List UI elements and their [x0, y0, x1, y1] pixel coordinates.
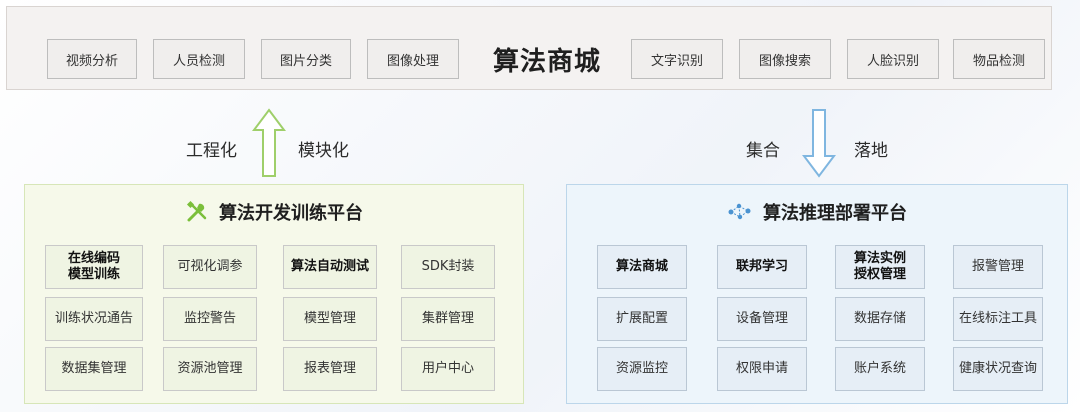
deploy-box-account-system[interactable]: 账户系统: [835, 347, 925, 391]
inference-deploy-platform: 算法推理部署平台 算法商城 联邦学习 算法实例 授权管理 报警管理 扩展配置 设…: [566, 184, 1068, 404]
dev-training-platform: 算法开发训练平台 在线编码 模型训练 可视化调参 算法自动测试 SDK封装 训练…: [24, 184, 524, 404]
label-engineering: 工程化: [186, 141, 237, 161]
dev-platform-header: 算法开发训练平台: [25, 199, 523, 225]
dev-box-dataset-management[interactable]: 数据集管理: [45, 347, 143, 391]
deploy-box-federated-learning[interactable]: 联邦学习: [717, 245, 807, 289]
deploy-box-online-labeling[interactable]: 在线标注工具: [953, 297, 1043, 341]
deploy-box-data-storage[interactable]: 数据存储: [835, 297, 925, 341]
store-item-video-analysis[interactable]: 视频分析: [47, 39, 137, 79]
dev-box-user-center[interactable]: 用户中心: [401, 347, 495, 391]
store-item-image-classification[interactable]: 图片分类: [261, 39, 351, 79]
deploy-platform-header: 算法推理部署平台: [567, 199, 1067, 225]
dev-box-visual-tuning[interactable]: 可视化调参: [163, 245, 257, 289]
store-item-person-detection[interactable]: 人员检测: [153, 39, 245, 79]
tools-icon: [186, 200, 207, 222]
dev-box-monitor-alert[interactable]: 监控警告: [163, 297, 257, 341]
store-item-text-recognition[interactable]: 文字识别: [631, 39, 723, 79]
deploy-box-instance-license[interactable]: 算法实例 授权管理: [835, 245, 925, 289]
dev-box-model-management[interactable]: 模型管理: [283, 297, 377, 341]
dev-box-sdk-package[interactable]: SDK封装: [401, 245, 495, 289]
store-title: 算法商城: [492, 46, 601, 77]
deploy-box-extension-config[interactable]: 扩展配置: [597, 297, 687, 341]
up-arrow-icon: [252, 108, 286, 177]
deploy-box-resource-monitor[interactable]: 资源监控: [597, 347, 687, 391]
dev-box-training-status[interactable]: 训练状况通告: [45, 297, 143, 341]
dev-box-resource-pool[interactable]: 资源池管理: [163, 347, 257, 391]
dev-box-auto-test[interactable]: 算法自动测试: [283, 245, 377, 289]
label-landing: 落地: [854, 141, 888, 161]
dev-box-cluster-management[interactable]: 集群管理: [401, 297, 495, 341]
deploy-box-device-management[interactable]: 设备管理: [717, 297, 807, 341]
algorithm-store-bar: 视频分析 人员检测 图片分类 图像处理 算法商城 文字识别 图像搜索 人脸识别 …: [6, 6, 1052, 90]
deploy-box-algorithm-store[interactable]: 算法商城: [597, 245, 687, 289]
deploy-platform-title: 算法推理部署平台: [763, 203, 907, 224]
dev-platform-title: 算法开发训练平台: [219, 203, 363, 224]
store-item-image-processing[interactable]: 图像处理: [367, 39, 459, 79]
label-collection: 集合: [746, 141, 780, 161]
dev-box-report-management[interactable]: 报表管理: [283, 347, 377, 391]
deploy-box-permission-request[interactable]: 权限申请: [717, 347, 807, 391]
store-item-object-detection[interactable]: 物品检测: [953, 39, 1045, 79]
label-modularization: 模块化: [298, 141, 349, 161]
dev-box-online-coding[interactable]: 在线编码 模型训练: [45, 245, 143, 289]
store-item-face-recognition[interactable]: 人脸识别: [847, 39, 939, 79]
down-arrow-icon: [802, 109, 836, 178]
deploy-box-health-query[interactable]: 健康状况查询: [953, 347, 1043, 391]
network-icon: [728, 203, 751, 220]
deploy-box-alert-management[interactable]: 报警管理: [953, 245, 1043, 289]
store-item-image-search[interactable]: 图像搜索: [739, 39, 831, 79]
